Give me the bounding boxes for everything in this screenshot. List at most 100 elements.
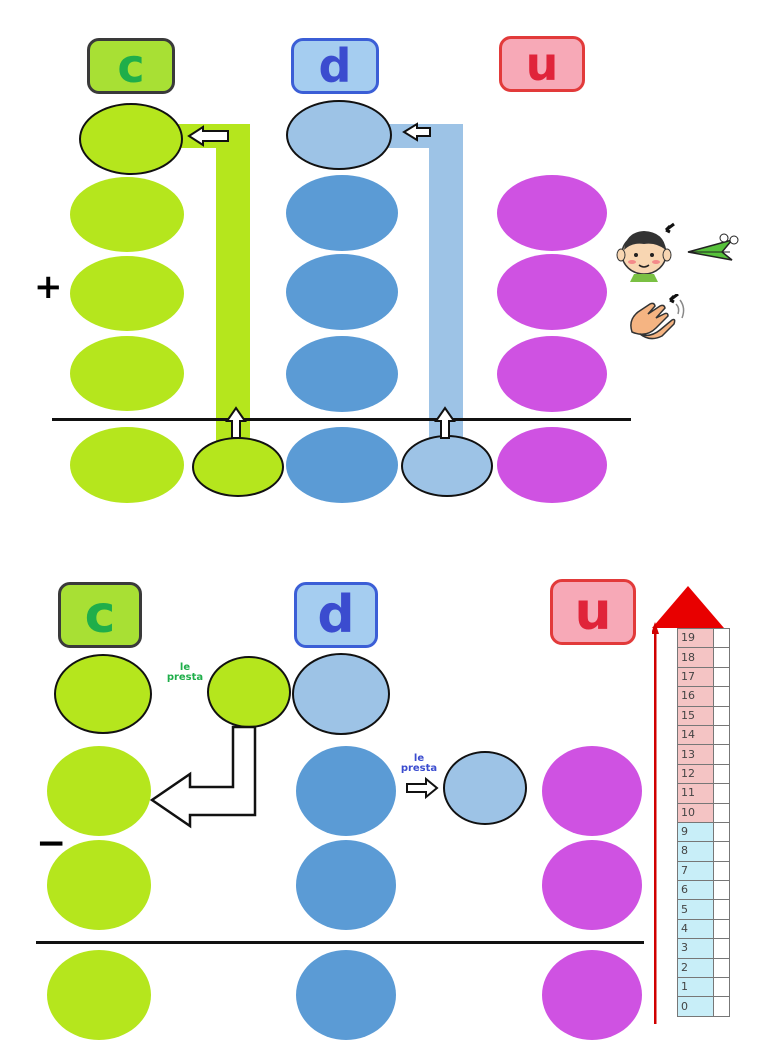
hundreds-oval [70,177,184,252]
number-line-value: 17 [676,666,715,688]
units-oval [497,254,607,330]
tens-oval [286,254,398,330]
left-arrow-icon [402,122,431,142]
number-line-blank-cell [713,899,730,920]
number-line-value: 7 [676,860,715,882]
number-line-blank-cell [713,783,730,804]
lend-label: le presta [400,753,438,774]
number-line-blank-cell [713,860,730,882]
number-line-row: 12 [676,763,730,785]
hundreds-oval [70,256,184,331]
hundreds-carry-path [216,124,250,446]
lend-arrows [149,725,439,829]
number-line-blank-cell [713,744,730,765]
number-line-value: 2 [676,957,715,979]
number-line-blank-cell [713,957,730,979]
number-line-row: 13 [676,744,730,765]
tens-lent-oval [443,751,527,825]
tens-header: d [291,38,379,94]
hundreds-header: c [58,582,142,648]
number-line-blank-cell [713,918,730,940]
units-header: u [550,579,636,645]
number-line-value: 10 [676,802,715,823]
up-arrow-icon [225,406,247,439]
hundreds-header: c [87,38,175,94]
difference-line [36,941,644,944]
hundreds-oval [47,840,151,930]
tens-carry-source-oval [401,435,493,497]
number-line-blank-cell [713,686,730,707]
number-line-row: 9 [676,821,730,843]
hands-clapping-icon [630,294,685,340]
number-line-value: 13 [676,744,715,765]
number-line-value: 19 [676,627,715,649]
number-line-value: 12 [676,763,715,785]
right-arrow-icon [406,776,439,800]
number-line-row: 14 [676,724,730,746]
tens-minuend-oval [292,653,390,735]
number-line-row: 19 [676,627,730,649]
number-line-blank-cell [713,996,730,1017]
number-line-blank-cell [713,724,730,746]
number-line-row: 16 [676,686,730,707]
tens-oval [286,175,398,251]
number-line-row: 17 [676,666,730,688]
tens-oval [286,336,398,412]
number-line-row: 0 [676,996,730,1017]
hundreds-oval [47,950,151,1040]
number-line-row: 3 [676,938,730,959]
tens-oval [296,746,396,836]
carry-arrows [187,122,456,439]
units-oval [497,336,607,412]
tens-header: d [294,582,378,648]
number-line-blank-cell [713,880,730,901]
units-oval [542,840,642,930]
number-line-blank-cell [713,763,730,785]
number-line-row: 15 [676,705,730,726]
number-line-row: 18 [676,647,730,668]
lend-label: le presta [166,662,204,683]
number-line-value: 0 [676,996,715,1017]
number-line-row: 11 [676,783,730,804]
number-line-value: 8 [676,841,715,862]
hundreds-oval [70,427,184,503]
hundreds-minuend-oval [54,654,152,734]
units-oval [542,950,642,1040]
number-line-blank-cell [713,938,730,959]
number-line-value: 1 [676,977,715,998]
number-line-blank-cell [713,647,730,668]
plus-sign: + [34,267,63,307]
hundreds-oval [70,336,184,411]
number-line-row: 4 [676,918,730,940]
sum-line [52,418,631,421]
child-listening-icon [616,222,739,282]
units-header: u [499,36,585,92]
number-line-blank-cell [713,666,730,688]
number-line-value: 18 [676,647,715,668]
number-line-value: 14 [676,724,715,746]
left-arrow-icon [187,125,229,147]
units-oval [497,427,607,503]
hundreds-carry-oval [79,103,183,175]
up-arrow-icon [434,406,456,439]
number-line-value: 11 [676,783,715,804]
number-line-row: 5 [676,899,730,920]
hundreds-oval [47,746,151,836]
tens-oval [296,840,396,930]
bent-arrow-icon [149,725,257,829]
number-line-value: 6 [676,880,715,901]
number-line-value: 3 [676,938,715,959]
number-line-blank-cell [713,705,730,726]
number-line-value: 9 [676,821,715,843]
number-line-row: 10 [676,802,730,823]
number-line-value: 16 [676,686,715,707]
number-line-row: 1 [676,977,730,998]
tens-oval [296,950,396,1040]
number-line-value: 5 [676,899,715,920]
number-line-row: 7 [676,860,730,882]
minus-sign: − [36,823,67,864]
tens-carry-oval [286,100,392,170]
tens-carry-path [429,124,463,446]
number-line-blank-cell [713,977,730,998]
